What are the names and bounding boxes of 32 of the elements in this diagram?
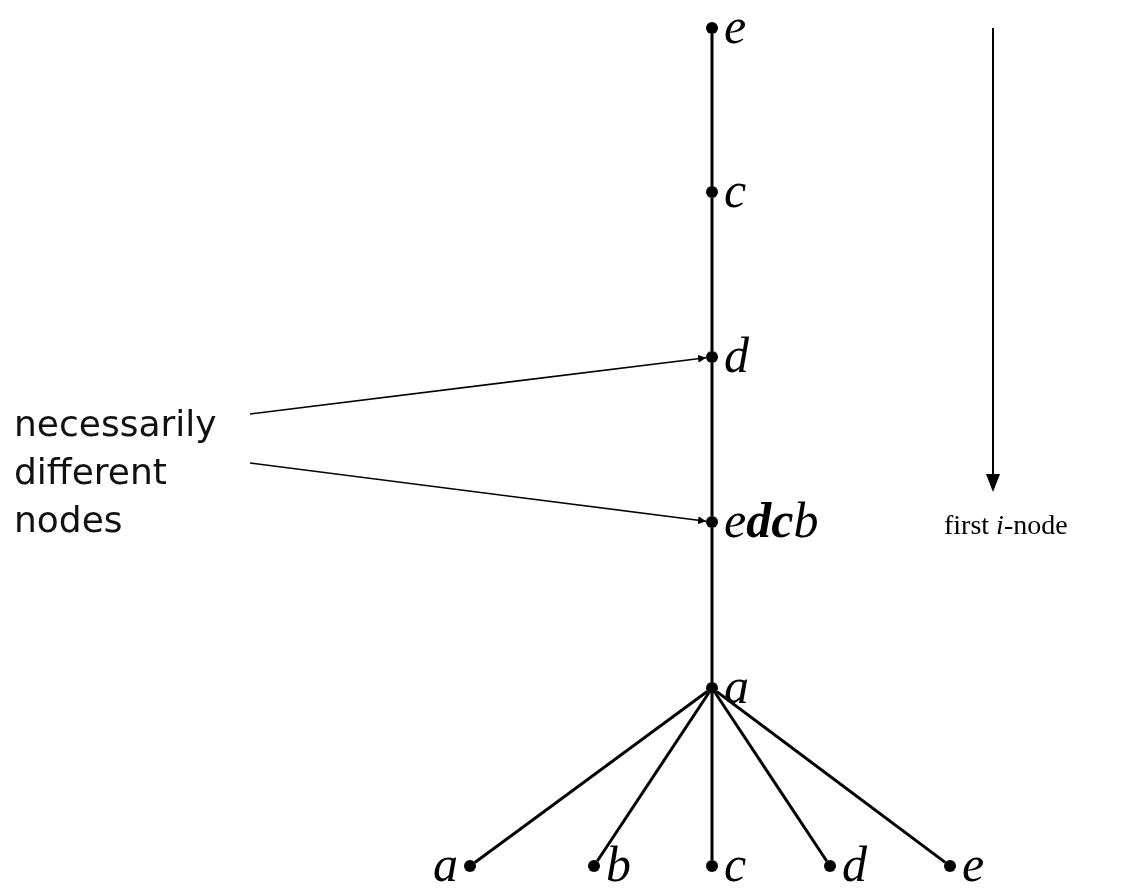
tree-node-dot [706, 860, 718, 872]
tree-node-dot [824, 860, 836, 872]
node-label: e [724, 0, 747, 54]
node-label: a [433, 836, 458, 888]
tree-node-dot [706, 22, 718, 34]
tree-edge [710, 694, 714, 860]
tree-node-dot [706, 516, 718, 528]
tree-edge [710, 34, 714, 186]
annotation-text: necessarily different nodes [14, 403, 217, 540]
tree-edge [710, 363, 714, 516]
node-label: d [842, 836, 867, 888]
tree-edge [714, 692, 828, 862]
node-label: edcb [724, 492, 819, 548]
tree-node-dot [706, 186, 718, 198]
tree-node-dot [944, 860, 956, 872]
tree-edge [473, 690, 709, 864]
annotation-text: first i-node [944, 508, 1068, 542]
node-label: b [606, 836, 631, 888]
tree-node-dot [588, 860, 600, 872]
tree-node-dot [706, 351, 718, 363]
node-label: c [724, 162, 747, 218]
arrow [249, 462, 707, 525]
node-label: e [962, 836, 985, 888]
node-label: d [724, 327, 749, 383]
tree-edge [710, 198, 714, 351]
tree-edge [596, 692, 710, 862]
arrow [249, 354, 707, 415]
tree-node-dot [464, 860, 476, 872]
tree-edge [710, 528, 714, 682]
tree-edge [715, 690, 947, 864]
node-label: c [724, 836, 747, 888]
tree-node-dot [706, 682, 718, 694]
